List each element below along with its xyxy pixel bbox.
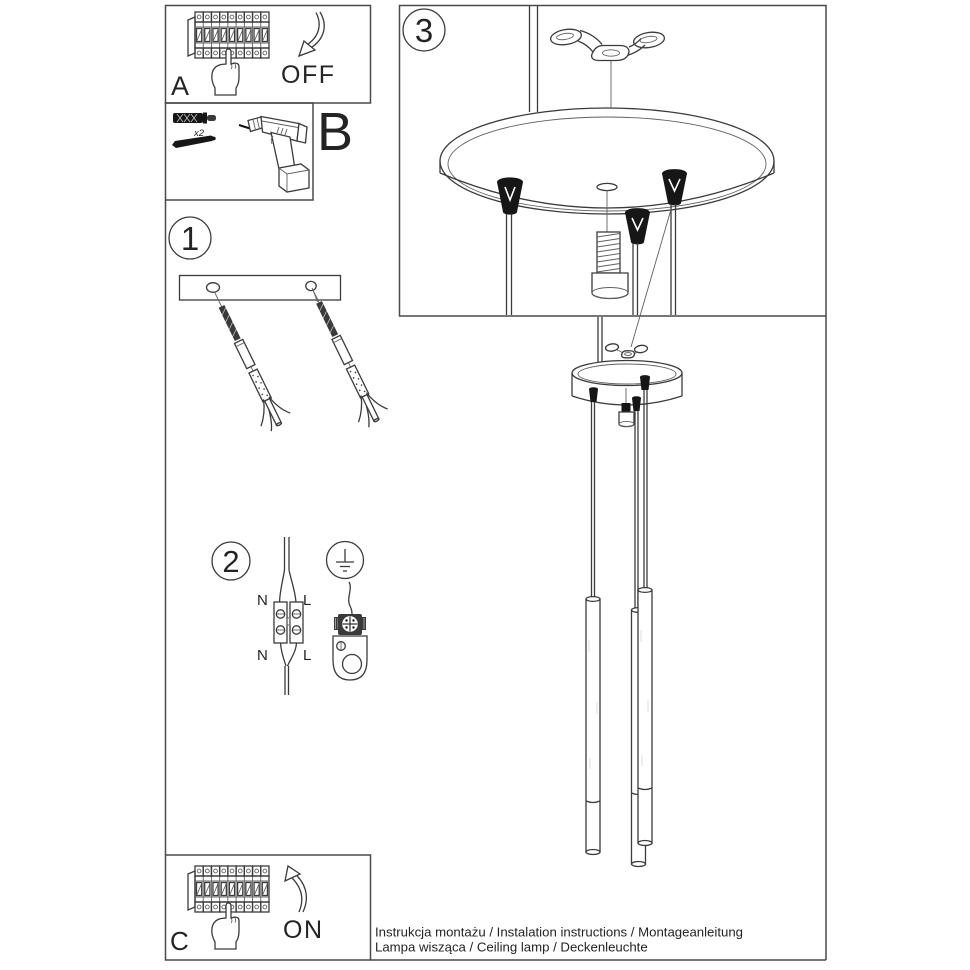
center-stub-icon [618, 388, 635, 428]
assembled-lamp [571, 317, 683, 868]
earth-symbol-icon [325, 540, 365, 580]
cable-grip-icon-left [497, 177, 523, 315]
border-box-c [164, 854, 372, 961]
step-3-badge [402, 8, 446, 52]
border-box-a [164, 4, 372, 104]
off-label: OFF [281, 61, 336, 89]
terminal-block-icon [273, 601, 304, 644]
step-a: A OFF [171, 11, 336, 101]
wire-label-l-top: L [303, 592, 311, 609]
wire-label-n-bottom: N [257, 647, 268, 664]
on-label: ON [283, 916, 324, 944]
power-cable-icon [528, 6, 539, 112]
footer: Instrukcja montażu / Instalation instruc… [375, 925, 743, 955]
arrow-off-icon [297, 11, 325, 58]
canopy-small-icon [571, 359, 683, 406]
panel-borders [164, 4, 827, 961]
step-1: 1 [168, 216, 392, 435]
mains-cable-top-icon [278, 537, 297, 603]
border-box-b [164, 102, 314, 201]
wire-label-n-top: N [257, 592, 268, 609]
step-2-number: 2 [222, 544, 239, 579]
mains-cable-bottom-icon [279, 642, 298, 695]
step-b: x2 B [172, 102, 353, 193]
step-b-label: B [317, 102, 353, 162]
drill-icon [238, 115, 310, 193]
wire-label-l-bottom: L [303, 647, 311, 664]
ground-clamp-icon [332, 581, 368, 681]
cable-grip-icon-center [625, 208, 650, 315]
hanger-strap-icon [604, 343, 649, 359]
canopy-icon [439, 107, 775, 215]
arrow-on-icon [284, 864, 307, 913]
step-a-label: A [171, 71, 189, 101]
wall-plug-icon [173, 112, 216, 124]
plug-count-label: x2 [193, 128, 205, 139]
ceiling-strap-icon [549, 28, 666, 108]
step-3: 3 [402, 6, 775, 348]
leader-line [630, 205, 673, 348]
step-2: 2 N L N L [211, 537, 368, 695]
pressing-hand-icon-c [211, 902, 240, 950]
pressing-hand-icon [211, 48, 240, 96]
border-box-3 [398, 4, 827, 317]
mounting-strip-icon [178, 274, 342, 303]
pendant-tube-left [585, 595, 601, 856]
anchor-screw-right-icon [296, 280, 392, 431]
anchor-screw-left-icon [198, 284, 295, 435]
suspension-cable-icon [597, 317, 603, 362]
step-c-label: C [170, 926, 189, 956]
cable-grip-icon-right [662, 169, 687, 315]
grip-small-right-bottom [632, 396, 641, 411]
pendant-tube-right [637, 586, 653, 847]
grip-small-right-top [640, 375, 650, 390]
step-3-number: 3 [415, 12, 433, 49]
footer-line-2: Lampa wisząca / Ceiling lamp / Deckenleu… [375, 940, 648, 955]
step-c: C ON [170, 864, 324, 956]
screw-icon [172, 135, 216, 148]
step-2-badge [211, 541, 251, 581]
step-1-number: 1 [181, 220, 199, 257]
footer-line-1: Instrukcja montażu / Instalation instruc… [375, 925, 743, 940]
step-1-badge [168, 216, 212, 260]
pendant-cables [590, 390, 648, 610]
grip-small-left [589, 387, 598, 402]
center-screw-icon [591, 182, 629, 300]
